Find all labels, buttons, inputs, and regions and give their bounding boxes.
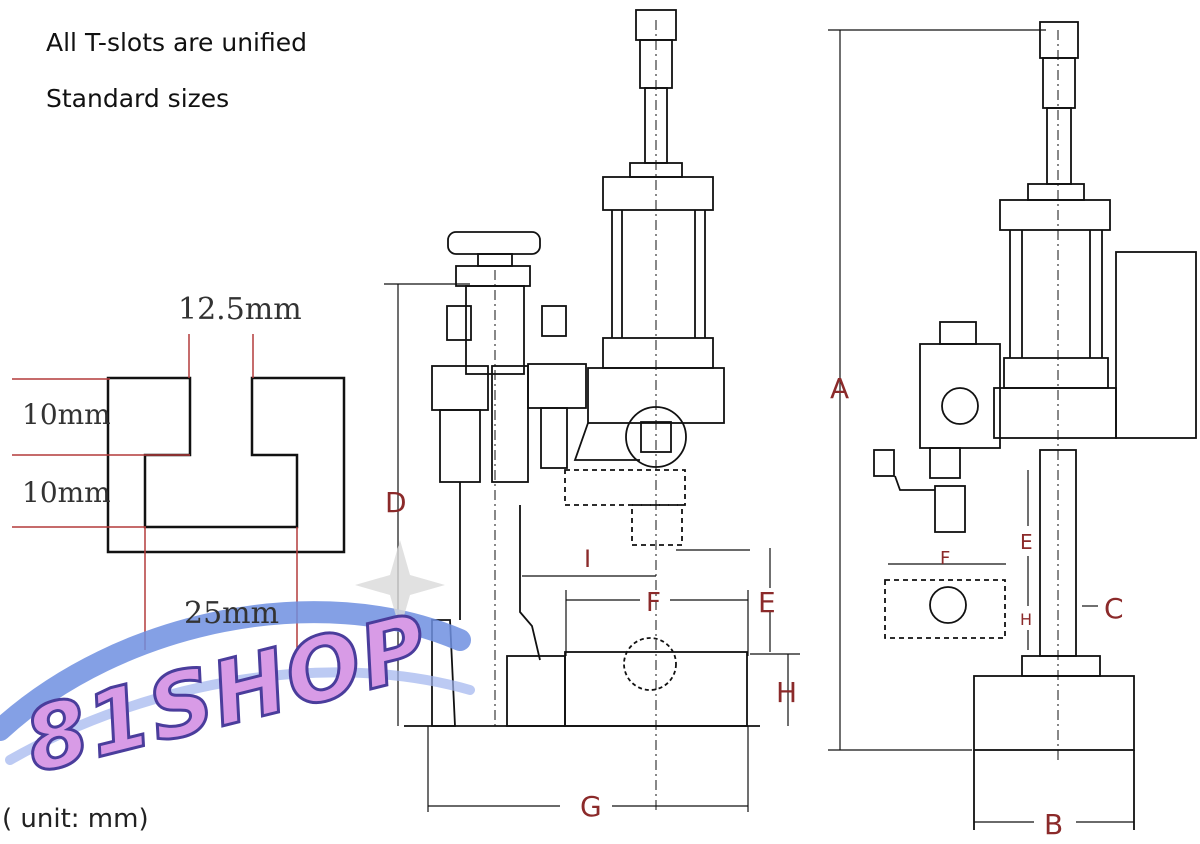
note-t-slots-unified: All T-slots are unified — [46, 28, 307, 57]
tslot-profile — [106, 376, 346, 554]
label-i: I — [584, 545, 592, 573]
label-d: D — [385, 486, 407, 519]
label-e-front: E — [1020, 530, 1033, 554]
unit-note: ( unit: mm) — [2, 804, 149, 834]
label-h-side: H — [776, 676, 798, 709]
front-view — [873, 21, 1197, 830]
label-a: A — [830, 372, 850, 405]
front-view-dimensions — [828, 29, 1134, 823]
label-f-side: F — [646, 588, 661, 618]
tslot-dimension-lines — [12, 334, 298, 650]
side-view — [404, 9, 760, 727]
logo-swoosh — [0, 540, 475, 765]
label-g: G — [580, 790, 602, 823]
label-c: C — [1104, 592, 1124, 625]
label-e-side: E — [758, 586, 776, 619]
label-h-front: H — [1020, 610, 1033, 629]
tslot-width-bottom: 25mm — [184, 596, 280, 631]
side-view-dimensions — [384, 283, 800, 812]
note-standard-sizes: Standard sizes — [46, 84, 230, 113]
side-view-centerlines — [494, 20, 657, 810]
label-f-front: F — [940, 548, 951, 569]
tslot-height-lower: 10mm — [22, 476, 111, 509]
label-b: B — [1044, 808, 1064, 841]
tslot-width-top: 12.5mm — [178, 292, 302, 327]
tslot-height-upper: 10mm — [22, 398, 111, 431]
